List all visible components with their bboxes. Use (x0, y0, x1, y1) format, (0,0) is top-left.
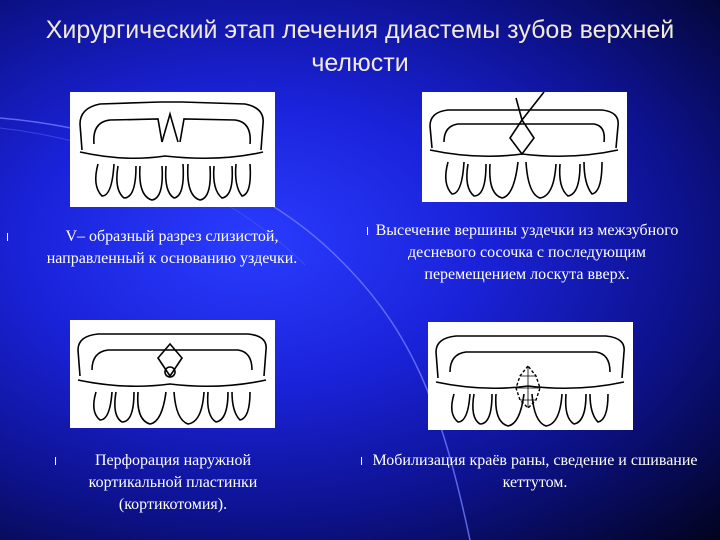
caption-suturing: Мобилизация краёв раны, сведение и сшива… (372, 452, 698, 491)
bullet-4: l (360, 455, 364, 468)
teeth-drawing-2 (429, 92, 619, 199)
teeth-drawing-1 (79, 101, 264, 201)
teeth-drawing-4 (435, 335, 625, 427)
slide-title: Хирургический этап лечения диастемы зубо… (45, 16, 675, 77)
bullet-2: l (366, 225, 370, 238)
bullet-3: l (54, 455, 58, 468)
figure-suturing (428, 322, 633, 430)
figure-v-incision (70, 92, 275, 207)
caption-corticotomy: Перфорация наружной кортикальной пластин… (88, 452, 258, 513)
teeth-drawing-3 (77, 333, 267, 425)
figure-frenulum-excision (422, 92, 627, 202)
figure-corticotomy (70, 320, 275, 428)
caption-frenulum-excision: Высечение вершины уздечки из межзубного … (375, 222, 679, 283)
bullet-1: l (6, 231, 10, 244)
caption-v-incision: V– образный разрез слизистой, направленн… (46, 228, 298, 267)
